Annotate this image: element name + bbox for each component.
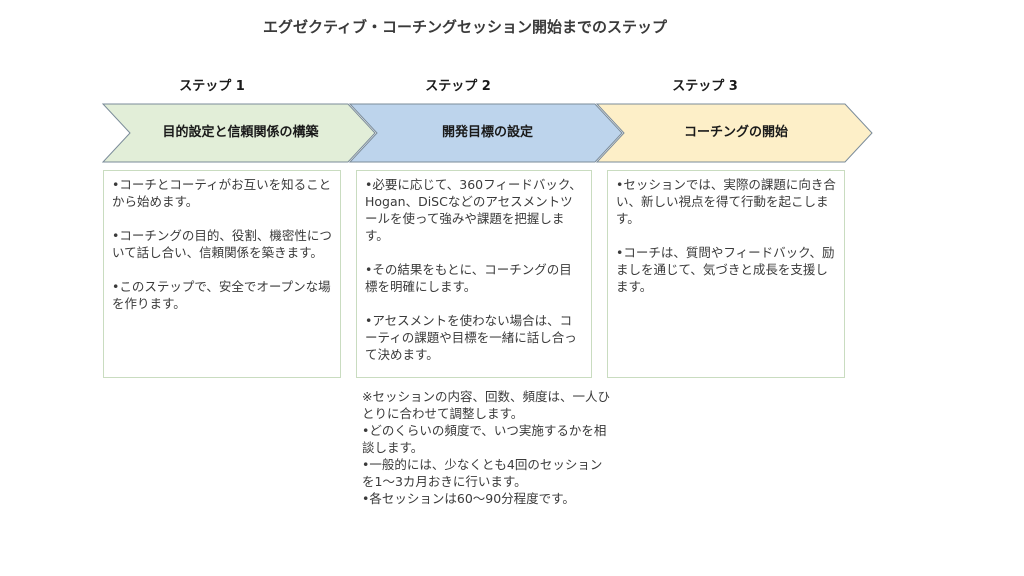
step-2-bullet: •その結果をもとに、コーチングの目標を明確にします。 xyxy=(365,262,572,294)
step-2-bullet: •必要に応じて、360フィードバック、Hogan、DiSCなどのアセスメントツー… xyxy=(365,177,582,243)
step-3-label: ステップ 3 xyxy=(672,79,738,94)
step-1-description-box: •コーチとコーティがお互いを知ることから始めます。 •コーチングの目的、役割、機… xyxy=(103,170,341,378)
diagram-title: エグゼクティブ・コーチングセッション開始までのステップ xyxy=(262,18,668,36)
step-3-heading: コーチングの開始 xyxy=(683,125,788,140)
step-2-chevron xyxy=(348,103,623,163)
step-3-bullet: •セッションでは、実際の課題に向き合い、新しい視点を得て行動を起こします。 xyxy=(616,177,836,226)
step-3-description-box: •セッションでは、実際の課題に向き合い、新しい視点を得て行動を起こします。 •コ… xyxy=(607,170,845,378)
step-1-heading: 目的設定と信頼関係の構築 xyxy=(162,125,319,140)
step-2-description-box: •必要に応じて、360フィードバック、Hogan、DiSCなどのアセスメントツー… xyxy=(356,170,592,378)
step-1-bullet: •コーチとコーティがお互いを知ることから始めます。 xyxy=(112,177,332,209)
step-1-bullet: •コーチングの目的、役割、機密性について話し合い、信頼関係を築きます。 xyxy=(112,228,332,260)
session-note: ※セッションの内容、回数、頻度は、一人ひとりに合わせて調整します。 •どのくらい… xyxy=(362,388,612,507)
step-3-chevron xyxy=(595,103,873,163)
step-1-chevron xyxy=(101,103,376,163)
step-2-bullet: •アセスメントを使わない場合は、コーティの課題や目標を一緒に話し合って決めます。 xyxy=(365,313,577,362)
step-3-bullet: •コーチは、質問やフィードバック、励ましを通じて、気づきと成長を支援します。 xyxy=(616,245,835,294)
step-1-label: ステップ 1 xyxy=(179,79,245,94)
step-2-label: ステップ 2 xyxy=(425,79,491,94)
step-2-heading: 開発目標の設定 xyxy=(441,125,533,140)
note-line: ※セッションの内容、回数、頻度は、一人ひとりに合わせて調整します。 xyxy=(362,389,610,421)
step-1-bullet: •このステップで、安全でオープンな場を作ります。 xyxy=(112,279,331,311)
note-line: •どのくらいの頻度で、いつ実施するかを相談します。 xyxy=(362,423,607,455)
note-line: •一般的には、少なくとも4回のセッションを1〜3カ月おきに行います。 xyxy=(362,457,603,489)
note-line: •各セッションは60〜90分程度です。 xyxy=(362,491,575,506)
